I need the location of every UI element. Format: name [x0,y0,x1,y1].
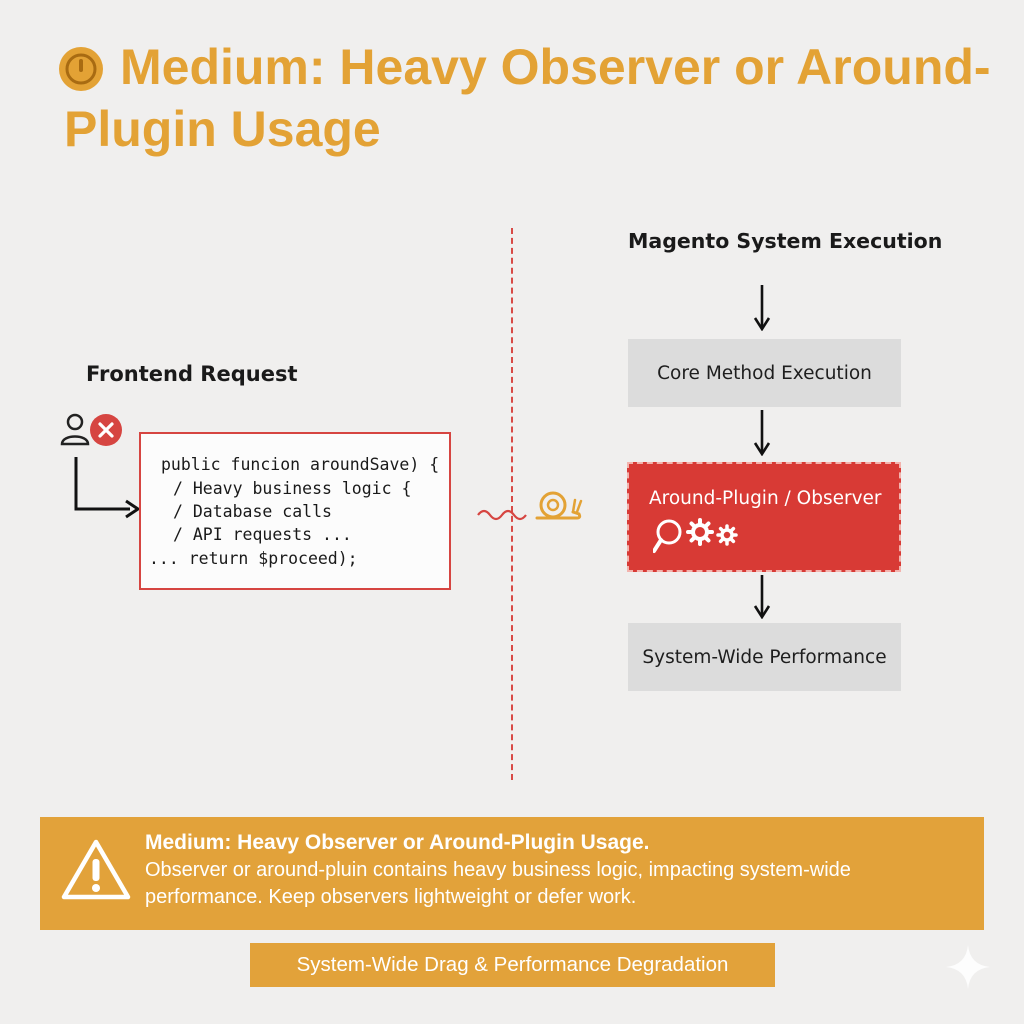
search-gears-icon [653,518,738,553]
arrow-down-icon [753,410,771,456]
warning-triangle-icon [61,839,131,900]
core-method-box: Core Method Execution [628,339,901,407]
frontend-request-label: Frontend Request [86,362,298,386]
code-line: / Heavy business logic { [173,479,412,498]
squiggle-line-icon [477,509,527,521]
core-method-label: Core Method Execution [657,362,872,384]
degradation-text: System-Wide Drag & Performance Degradati… [296,953,729,976]
page-title: Medium: Heavy Observer or Around- Plugin… [64,36,1000,160]
system-performance-label: System-Wide Performance [642,646,887,668]
code-line: public funcion aroundSave) { [161,455,440,474]
code-snippet: public funcion aroundSave) { / Heavy bus… [139,432,451,590]
warning-banner: Medium: Heavy Observer or Around-Plugin … [40,817,984,930]
system-performance-box: System-Wide Performance [628,623,901,691]
degradation-label: System-Wide Drag & Performance Degradati… [250,943,775,987]
snail-icon [535,491,583,520]
title-line-2: Plugin Usage [64,101,381,157]
user-error-icon [60,413,122,446]
section-divider [511,228,513,780]
banner-body: Observer or around-pluin contains heavy … [145,859,851,908]
banner-title: Medium: Heavy Observer or Around-Plugin … [145,831,650,854]
arrow-down-icon [753,575,771,619]
title-line-1: Medium: Heavy Observer or Around- [120,39,991,95]
system-execution-label: Magento System Execution [628,229,943,253]
code-line: / Database calls [173,502,332,521]
code-line: ... return $proceed); [149,549,358,568]
request-flow-arrow [74,457,141,519]
around-plugin-box: Around-Plugin / Observer [627,462,901,572]
alert-circle-icon [59,47,103,91]
sparkle-icon [946,945,990,989]
around-plugin-label: Around-Plugin / Observer [649,488,882,509]
code-line: / API requests ... [173,525,352,544]
arrow-down-icon [753,285,771,331]
